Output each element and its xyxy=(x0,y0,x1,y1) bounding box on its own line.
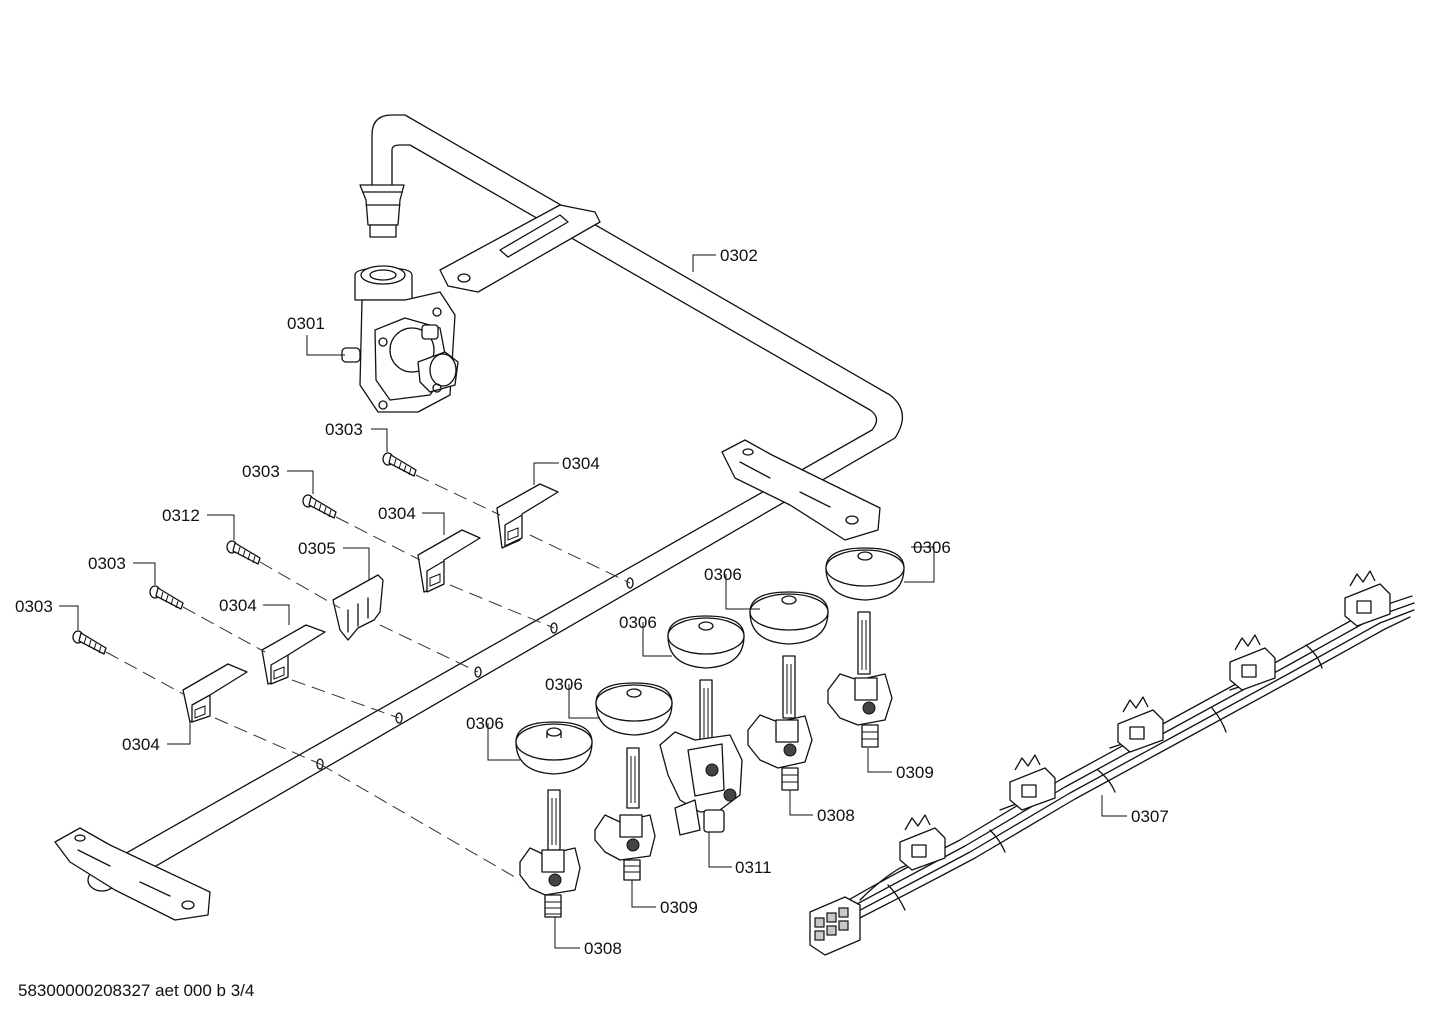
label-0309-a: 0309 xyxy=(896,763,934,782)
screw-0303-c xyxy=(149,585,184,610)
leader-lines xyxy=(59,254,1127,949)
label-0306-a: 0306 xyxy=(913,538,951,557)
label-0303-a: 0303 xyxy=(325,420,363,439)
label-0309-b: 0309 xyxy=(660,898,698,917)
label-0308-b: 0308 xyxy=(584,939,622,958)
clip-0304-a xyxy=(496,483,559,549)
label-0305: 0305 xyxy=(298,539,336,558)
clip-0304-b xyxy=(417,529,481,593)
label-0303-b: 0303 xyxy=(242,462,280,481)
knob-cap-1 xyxy=(515,721,593,775)
ignition-switch-3 xyxy=(1117,696,1164,753)
label-0304-b: 0304 xyxy=(378,504,416,523)
label-0306-b: 0306 xyxy=(704,565,742,584)
label-0304-d: 0304 xyxy=(122,735,160,754)
valve-0308-left xyxy=(519,789,581,918)
gas-regulator xyxy=(341,265,459,413)
screw-0303-b xyxy=(302,494,337,519)
ignition-switch-1 xyxy=(899,814,946,871)
pipe-bracket-left xyxy=(54,827,211,921)
knob-cap-2 xyxy=(595,682,673,736)
knob-cap-5 xyxy=(825,547,905,601)
label-0303-c: 0303 xyxy=(88,554,126,573)
document-reference: 58300000208327 aet 000 b 3/4 xyxy=(18,981,255,1000)
screw-0312 xyxy=(226,540,261,565)
label-0301: 0301 xyxy=(287,314,325,333)
gas-manifold-pipe xyxy=(87,114,903,892)
spring-clip-0305 xyxy=(332,574,384,641)
clip-0304-d xyxy=(182,663,248,723)
label-0302: 0302 xyxy=(720,246,758,265)
pipe-bracket-right xyxy=(721,439,881,541)
label-0306-c: 0306 xyxy=(619,613,657,632)
label-0303-d: 0303 xyxy=(15,597,53,616)
label-0304-c: 0304 xyxy=(219,596,257,615)
knob-cap-3 xyxy=(667,615,745,669)
label-0306-d: 0306 xyxy=(545,675,583,694)
part-labels: 0302 0301 0303 0304 0303 0304 0312 0305 … xyxy=(15,246,1169,958)
label-0307: 0307 xyxy=(1131,807,1169,826)
screw-0303-d xyxy=(72,630,107,655)
valve-0308-right xyxy=(747,655,813,791)
ignition-wiring-harness xyxy=(809,570,1415,956)
screw-0303-a xyxy=(382,452,417,477)
valve-0309-mid xyxy=(594,747,656,881)
ignition-switch-5 xyxy=(1344,570,1391,627)
ignition-switch-2 xyxy=(1009,754,1056,811)
label-0312: 0312 xyxy=(162,506,200,525)
assembly-lines xyxy=(105,474,631,881)
label-0311: 0311 xyxy=(735,858,772,877)
clip-0304-c xyxy=(261,624,326,685)
label-0304-a: 0304 xyxy=(562,454,600,473)
knob-cap-4 xyxy=(749,591,829,645)
label-0308-a: 0308 xyxy=(817,806,855,825)
valve-0311-center xyxy=(659,679,743,836)
label-0306-e: 0306 xyxy=(466,714,504,733)
pipe-bracket-top xyxy=(439,204,601,293)
valve-0309-right xyxy=(827,611,893,748)
ignition-switch-4 xyxy=(1229,634,1276,691)
